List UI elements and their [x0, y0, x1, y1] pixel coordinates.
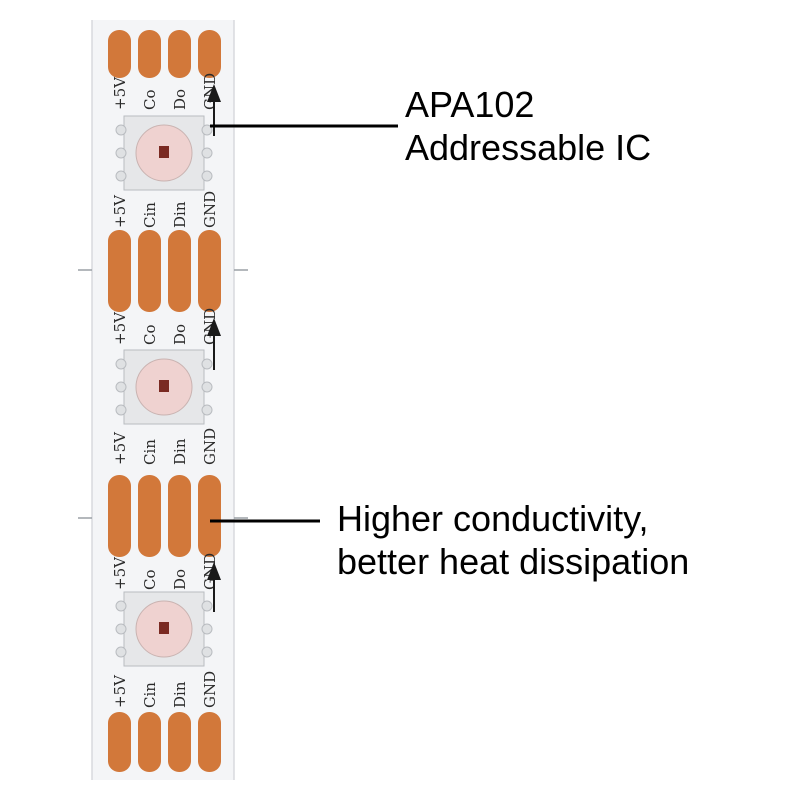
- pin-label-5v: +5V: [111, 556, 129, 590]
- cut-marks: [78, 269, 248, 519]
- pin-label-co: Co: [141, 324, 159, 345]
- pin-label-cin: Cin: [141, 202, 159, 228]
- led-chip-1: [115, 115, 213, 191]
- pin-label-do: Do: [171, 569, 189, 590]
- copper-pads-bottom: [108, 712, 221, 772]
- pad-callout-line2: better heat dissipation: [337, 541, 689, 582]
- pin-label-5v: +5V: [111, 76, 129, 110]
- copper-pads-middle-2: [108, 475, 221, 557]
- ic-callout-line2: Addressable IC: [405, 127, 651, 168]
- pin-label-co: Co: [141, 89, 159, 110]
- pin-label-5v: +5V: [111, 194, 129, 228]
- pad-callout-line1: Higher conductivity,: [337, 498, 648, 539]
- pin-label-5v: +5V: [111, 674, 129, 708]
- pin-label-do: Do: [171, 89, 189, 110]
- pin-labels-bottom-1: +5V Cin Din GND: [111, 191, 219, 228]
- led-chip-3: [115, 591, 213, 667]
- pin-label-5v: +5V: [111, 311, 129, 345]
- pin-label-cin: Cin: [141, 439, 159, 465]
- ic-callout-line1: APA102: [405, 84, 534, 125]
- pin-labels-bottom-2: +5V Cin Din GND: [111, 428, 219, 465]
- copper-pads-middle-1: [108, 230, 221, 312]
- arrow-up-icon: [207, 562, 221, 612]
- led-chip-2: [115, 349, 213, 425]
- arrow-up-icon: [207, 84, 221, 136]
- arrow-up-icon: [207, 318, 221, 370]
- pin-label-5v: +5V: [111, 431, 129, 465]
- pin-label-gnd: GND: [201, 428, 219, 465]
- pin-label-co: Co: [141, 569, 159, 590]
- pin-label-din: Din: [171, 201, 189, 228]
- pin-label-din: Din: [171, 681, 189, 708]
- pin-label-cin: Cin: [141, 682, 159, 708]
- copper-pads-top: [108, 30, 221, 78]
- pin-labels-top-2: +5V Co Do GND: [111, 308, 219, 345]
- pin-label-do: Do: [171, 324, 189, 345]
- pin-labels-bottom-3: +5V Cin Din GND: [111, 671, 219, 708]
- pin-label-din: Din: [171, 438, 189, 465]
- pin-label-gnd: GND: [201, 671, 219, 708]
- pin-label-gnd: GND: [201, 191, 219, 228]
